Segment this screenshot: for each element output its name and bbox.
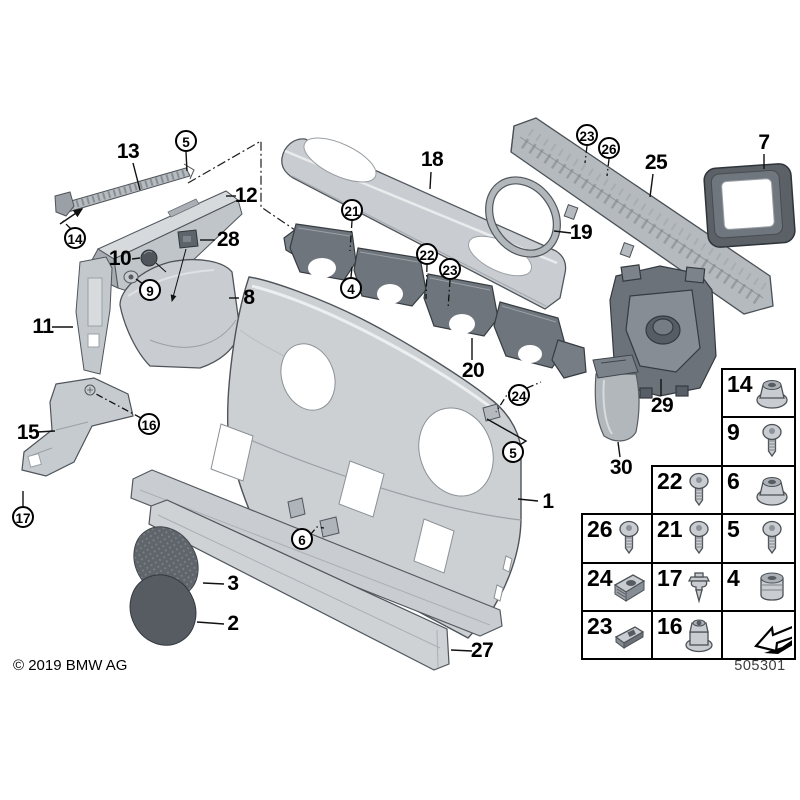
- legend-cell-number: 6: [727, 467, 740, 494]
- arrow-icon: [752, 615, 799, 660]
- part-15-lower-trim: [21, 377, 134, 477]
- part-2-speaker-cover: [129, 574, 197, 646]
- legend-cell-number: 26: [587, 516, 613, 543]
- callout-15: 15: [16, 421, 40, 444]
- callout-7: 7: [758, 131, 770, 154]
- callout-20: 20: [461, 359, 485, 382]
- legend-cell-number: 5: [727, 516, 740, 543]
- callout-circled-5: 5: [175, 130, 197, 152]
- callout-circled-24: 24: [508, 384, 530, 406]
- callout-circled-16: 16: [138, 413, 160, 435]
- part-30-pouch: [592, 354, 640, 442]
- callout-27: 27: [470, 639, 494, 662]
- callout-circled-6: 6: [291, 528, 313, 550]
- part-7-bezel: [703, 163, 796, 248]
- callout-circled-4: 4: [340, 277, 362, 299]
- legend-cell-4: 4: [721, 561, 796, 612]
- legend-cell-5: 5: [721, 513, 796, 564]
- callout-12: 12: [234, 184, 258, 207]
- callout-11: 11: [32, 315, 54, 338]
- part-1-lower-flange: [130, 469, 503, 637]
- part-9-grommet: [123, 270, 139, 284]
- part-27-sill-strip: [148, 499, 450, 671]
- legend-cell-number: 4: [727, 564, 740, 591]
- callout-25: 25: [644, 151, 668, 174]
- callout-29: 29: [650, 394, 674, 417]
- callout-19: 19: [569, 221, 593, 244]
- legend-cell-number: 23: [587, 613, 613, 639]
- cage-nut-icon: [609, 567, 649, 612]
- legend-cell-number: 21: [657, 516, 683, 543]
- callout-2: 2: [227, 612, 239, 635]
- leader-lines-dashed: [61, 145, 610, 536]
- screw-icon: [752, 518, 792, 563]
- part-24-clip: [482, 403, 501, 422]
- screw-icon: [752, 421, 792, 466]
- callout-10: 10: [108, 247, 132, 270]
- plug-icon: [752, 567, 792, 612]
- callout-circled-22: 22: [416, 243, 438, 265]
- legend-cell-24: 24: [581, 561, 653, 612]
- legend-cell-number: 14: [727, 371, 753, 397]
- callout-circled-26: 26: [598, 137, 620, 159]
- part-29-bracket: [609, 264, 717, 399]
- screw-icon: [679, 518, 719, 563]
- callout-circled-5: 5: [502, 441, 524, 463]
- clip-icon: [609, 615, 649, 660]
- legend-cell-14: 14: [721, 368, 796, 419]
- part-11-pillar-panel: [75, 256, 113, 375]
- screw-icon: [609, 518, 649, 563]
- callout-circled-9: 9: [139, 279, 161, 301]
- callout-circled-23: 23: [576, 124, 598, 146]
- callout-18: 18: [420, 148, 444, 171]
- screw-icon: [679, 470, 719, 515]
- copyright-text: © 2019 BMW AG: [13, 657, 128, 674]
- callout-3: 3: [227, 572, 239, 595]
- part-20-foam-brackets: [283, 223, 587, 379]
- part-18-shelf-trim: [281, 137, 567, 310]
- part-25-tail-trim-panel: [510, 117, 774, 315]
- part-16-screw: [84, 384, 96, 396]
- diagram-number: 505301: [734, 658, 786, 674]
- legend-cell-16: 16: [651, 610, 723, 661]
- legend-cell-23: 23: [581, 610, 653, 661]
- part-19-gasket-ring: [485, 176, 561, 258]
- callout-13: 13: [116, 140, 140, 163]
- legend-cell-arrow: [721, 610, 799, 661]
- callout-circled-14: 14: [64, 227, 86, 249]
- callout-1: 1: [542, 490, 554, 513]
- part-13-frame-rail: [54, 163, 195, 217]
- plastic-nut-icon: [679, 615, 719, 660]
- legend-cell-6: 6: [721, 464, 796, 516]
- legend-cell-21: 21: [651, 513, 723, 564]
- part-28-bracket: [177, 229, 199, 249]
- legend-cell-26: 26: [581, 513, 653, 564]
- callout-8: 8: [243, 286, 255, 309]
- callout-28: 28: [216, 228, 240, 251]
- callout-circled-21: 21: [341, 199, 363, 221]
- callout-30: 30: [609, 456, 633, 479]
- flange-nut-icon: [752, 470, 792, 515]
- flange-nut-icon: [752, 373, 792, 418]
- rivet-icon: [679, 567, 719, 612]
- legend-cell-number: 16: [657, 613, 683, 639]
- part-10-knob: [140, 249, 158, 267]
- legend-cell-number: 24: [587, 564, 613, 591]
- legend-cell-number: 22: [657, 467, 683, 494]
- construction-lines: [187, 139, 299, 233]
- callout-circled-17: 17: [12, 506, 34, 528]
- legend-cell-number: 9: [727, 419, 740, 446]
- legend-cell-17: 17: [651, 561, 723, 612]
- part-6-clips: [287, 497, 340, 538]
- legend-cell-22: 22: [651, 464, 723, 516]
- callout-circled-23: 23: [439, 258, 461, 280]
- legend-cell-number: 17: [657, 564, 683, 591]
- legend-cell-9: 9: [721, 416, 796, 467]
